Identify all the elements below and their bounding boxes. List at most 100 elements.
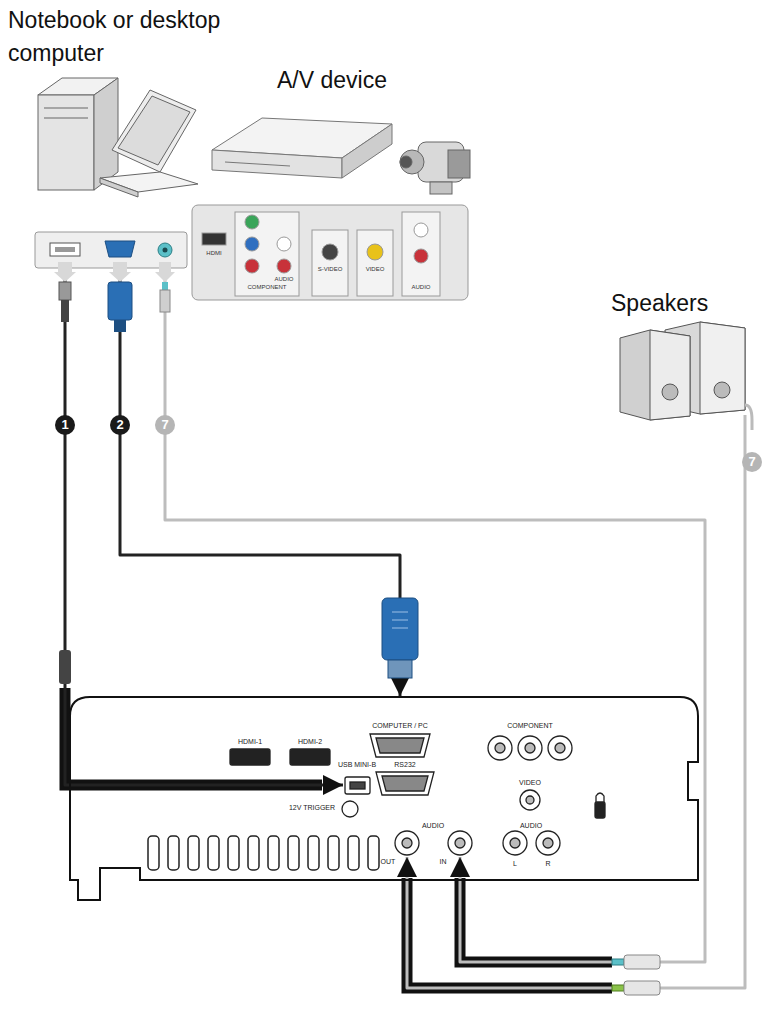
device-heading: Notebook or desktop computer	[8, 4, 268, 70]
av-port-panel	[245, 215, 259, 229]
port-label: VIDEO	[519, 779, 541, 787]
port-label: AUDIO	[411, 284, 430, 291]
vent-slot	[368, 836, 379, 870]
projector-ports	[555, 743, 565, 753]
desktop-computer	[44, 118, 88, 119]
projector-ports	[382, 776, 428, 791]
vent-slot	[248, 836, 259, 870]
projector-ports	[488, 736, 512, 760]
projector-panel: HDMI-1HDMI-2COMPUTER / PCCOMPONENTUSB MI…	[60, 688, 700, 888]
av-port-panel	[202, 233, 226, 245]
projector-ports	[510, 838, 520, 848]
port-label: OUT	[381, 858, 396, 866]
port-label: COMPONENT	[507, 722, 553, 730]
projector-ports	[350, 782, 365, 789]
cable-plug	[59, 650, 71, 684]
av-port-panel	[277, 237, 291, 251]
notebook-computer	[100, 90, 198, 197]
notebook-computer	[100, 172, 198, 192]
av-port-panel	[357, 230, 393, 296]
vent-slot	[308, 836, 319, 870]
cable-plug	[155, 262, 175, 282]
guide-arrow	[407, 878, 612, 988]
projector-ports	[518, 736, 542, 760]
vent-slot	[268, 836, 279, 870]
projector-ports	[290, 749, 330, 765]
port-label: COMPONENT	[248, 284, 287, 291]
vent-slot	[328, 836, 339, 870]
computer-port-panel	[55, 247, 75, 252]
device-heading: A/V device	[277, 64, 387, 97]
projector-ports	[503, 831, 527, 855]
cable-plug	[54, 262, 76, 282]
projector-ports	[402, 838, 412, 848]
cable-connector	[65, 267, 343, 785]
camcorder	[400, 142, 470, 194]
av-port-panel	[367, 244, 383, 260]
vent-slot	[288, 836, 299, 870]
dvd-player	[212, 150, 342, 178]
port-label: AUDIO	[274, 276, 293, 283]
projector-ports	[548, 736, 572, 760]
camcorder	[430, 182, 452, 194]
cable-plug	[61, 300, 69, 322]
cable-connector	[120, 267, 400, 696]
projector-ports	[345, 777, 370, 794]
guide-arrow	[460, 878, 612, 962]
cable-plug	[108, 282, 132, 320]
cable-plug	[624, 981, 660, 995]
speakers	[700, 322, 745, 414]
port-label: L	[513, 860, 517, 868]
desktop-computer	[44, 108, 88, 109]
cable-plug	[382, 598, 418, 660]
vent-slot	[148, 836, 159, 870]
port-label: RS232	[394, 761, 415, 769]
cable-plug	[392, 628, 408, 629]
projector-ports	[495, 743, 505, 753]
projector-ports	[230, 749, 270, 765]
camcorder	[448, 150, 470, 178]
vent-slot	[228, 836, 239, 870]
dvd-player	[225, 162, 290, 166]
projector-ports	[376, 772, 434, 795]
callout-number: 7	[742, 452, 762, 472]
cable-plug	[624, 955, 660, 969]
projector-ports	[230, 734, 605, 855]
projector-ports	[395, 831, 419, 855]
cable-plug	[392, 620, 408, 621]
speakers	[620, 322, 752, 430]
projector-ports	[525, 743, 535, 753]
cable-plug	[162, 282, 168, 290]
av-port-panel	[402, 212, 440, 296]
cable-plug	[109, 262, 131, 282]
projector-ports	[455, 838, 465, 848]
port-label: IN	[440, 858, 447, 866]
notebook-computer	[100, 178, 138, 197]
notebook-computer	[118, 96, 190, 165]
projector-ports	[536, 831, 560, 855]
speakers	[745, 405, 752, 430]
speakers	[620, 330, 690, 420]
av-port-panel	[312, 230, 348, 296]
cable-plug	[160, 290, 170, 312]
av-port-panel	[192, 205, 468, 300]
camcorder	[400, 156, 412, 168]
av-port-panel	[414, 223, 428, 237]
port-label: HDMI	[206, 250, 221, 257]
device-group: Speakers	[600, 285, 760, 415]
computer-port-panel	[158, 243, 172, 257]
port-label: S-VIDEO	[318, 266, 343, 273]
vent-slot	[348, 836, 359, 870]
camcorder	[400, 150, 424, 174]
av-port-panel	[192, 205, 468, 300]
cable-plug	[59, 282, 71, 300]
port-label: R	[545, 860, 550, 868]
cable-plug	[114, 320, 126, 332]
dvd-player	[342, 124, 392, 178]
av-port-panel	[245, 259, 259, 273]
computer-port-panel	[163, 248, 168, 253]
callout-number: 2	[110, 415, 130, 435]
projector-ports	[370, 734, 430, 757]
cable-plug	[388, 660, 412, 678]
